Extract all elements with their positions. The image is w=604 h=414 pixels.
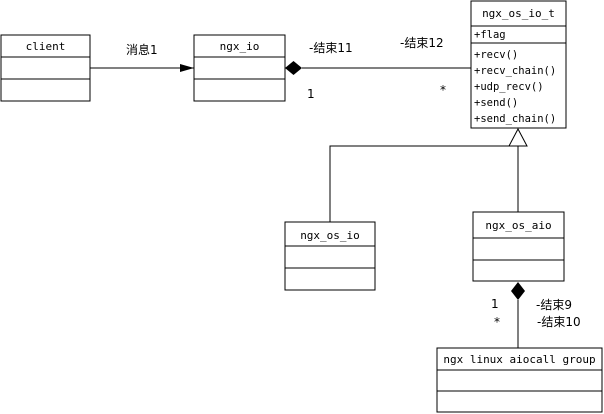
multiplicity-aio-one: 1: [491, 297, 499, 311]
class-name-ngx-os-io-t: ngx_os_io_t: [482, 7, 555, 20]
method-udp-recv: +udp_recv(): [474, 81, 544, 93]
composition-diamond-io: [285, 61, 302, 75]
multiplicity-io-one: 1: [307, 87, 315, 101]
method-recv-chain: +recv_chain(): [474, 65, 556, 77]
association-arrowhead: [180, 64, 194, 72]
generalization-os-io-line: [329, 145, 518, 222]
multiplicity-os-io-t-many: *: [440, 83, 446, 97]
label-end-11: -结束11: [309, 41, 353, 55]
class-ngx-os-io-t[interactable]: ngx_os_io_t +flag +recv() +recv_chain() …: [470, 0, 567, 129]
composition-diamond-aio: [511, 282, 525, 300]
label-end-10: -结束10: [537, 315, 581, 329]
class-name-ngx-os-aio: ngx_os_aio: [485, 219, 551, 232]
class-name-ngx-os-io: ngx_os_io: [300, 229, 360, 242]
attribute-flag: +flag: [474, 29, 506, 41]
multiplicity-group-many: *: [494, 315, 500, 329]
method-send: +send(): [474, 97, 518, 109]
class-ngx-linux-aiocall-group[interactable]: ngx linux aiocall group: [436, 347, 603, 413]
class-name-ngx-linux-aiocall-group: ngx linux aiocall group: [443, 353, 595, 366]
class-ngx-os-aio[interactable]: ngx_os_aio: [472, 211, 565, 282]
label-end-9: -结束9: [536, 298, 572, 312]
class-name-client: client: [26, 40, 66, 53]
generalization-triangle: [508, 127, 528, 147]
label-end-12: -结束12: [400, 36, 444, 50]
class-client[interactable]: client: [0, 34, 91, 102]
method-recv: +recv(): [474, 49, 518, 61]
class-name-ngx-io: ngx_io: [220, 40, 260, 53]
class-ngx-io[interactable]: ngx_io: [193, 34, 286, 102]
class-ngx-os-io[interactable]: ngx_os_io: [284, 221, 376, 291]
method-send-chain: +send_chain(): [474, 113, 556, 125]
label-message-1: 消息1: [126, 42, 158, 57]
